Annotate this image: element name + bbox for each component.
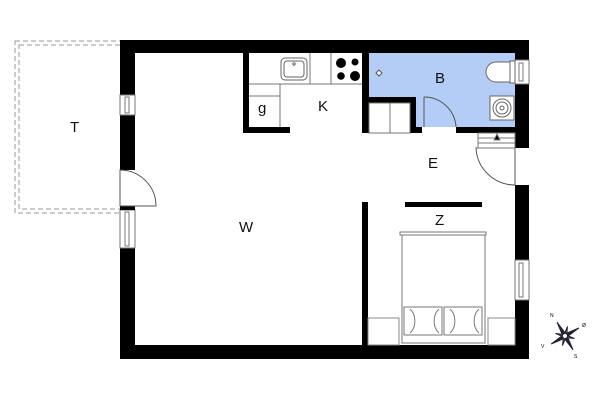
stove-icon xyxy=(336,58,360,81)
bedroom-wall-left xyxy=(362,202,368,345)
wall-right xyxy=(515,40,529,359)
wall-top xyxy=(120,40,529,53)
wardrobe xyxy=(405,202,482,207)
window-bedroom xyxy=(514,259,530,301)
double-bed xyxy=(399,231,487,344)
bathroom-wall-left xyxy=(362,53,369,133)
bathroom-door xyxy=(423,96,457,128)
washbasin-icon xyxy=(489,95,515,121)
compass-s: S xyxy=(574,354,578,360)
room-label-terrace: T xyxy=(70,119,80,136)
terrace-door xyxy=(119,169,157,207)
kitchen-counter xyxy=(249,53,362,127)
room-label-storage: g xyxy=(258,100,267,117)
compass-icon xyxy=(550,321,580,351)
compass-n: N xyxy=(550,313,554,319)
closet xyxy=(368,102,411,134)
closet-wall-top xyxy=(369,97,416,103)
kitchen-wall-bottom xyxy=(243,127,290,133)
bathroom-floor xyxy=(369,53,515,127)
compass-e: Ø xyxy=(582,323,586,329)
kitchen-wall-left xyxy=(243,53,249,133)
entry-steps xyxy=(477,132,516,149)
window-left-upper xyxy=(119,94,136,116)
closet-wall-right xyxy=(410,97,416,133)
terrace-outline xyxy=(14,40,122,214)
wall-bottom xyxy=(120,345,529,359)
room-label-kitchen: K xyxy=(318,98,329,115)
sink-icon xyxy=(280,57,308,81)
bathroom-wall-bottom xyxy=(456,127,515,133)
drain-icon xyxy=(375,69,383,77)
room-label-entrance: E xyxy=(428,155,439,172)
toilet-icon xyxy=(485,60,516,84)
room-label-bathroom: B xyxy=(435,70,446,87)
nightstands xyxy=(367,317,516,346)
entrance-door xyxy=(475,147,516,186)
room-label-living-room: W xyxy=(239,219,254,236)
room-label-bedroom: Z xyxy=(435,212,445,229)
compass-w: V xyxy=(541,344,545,350)
